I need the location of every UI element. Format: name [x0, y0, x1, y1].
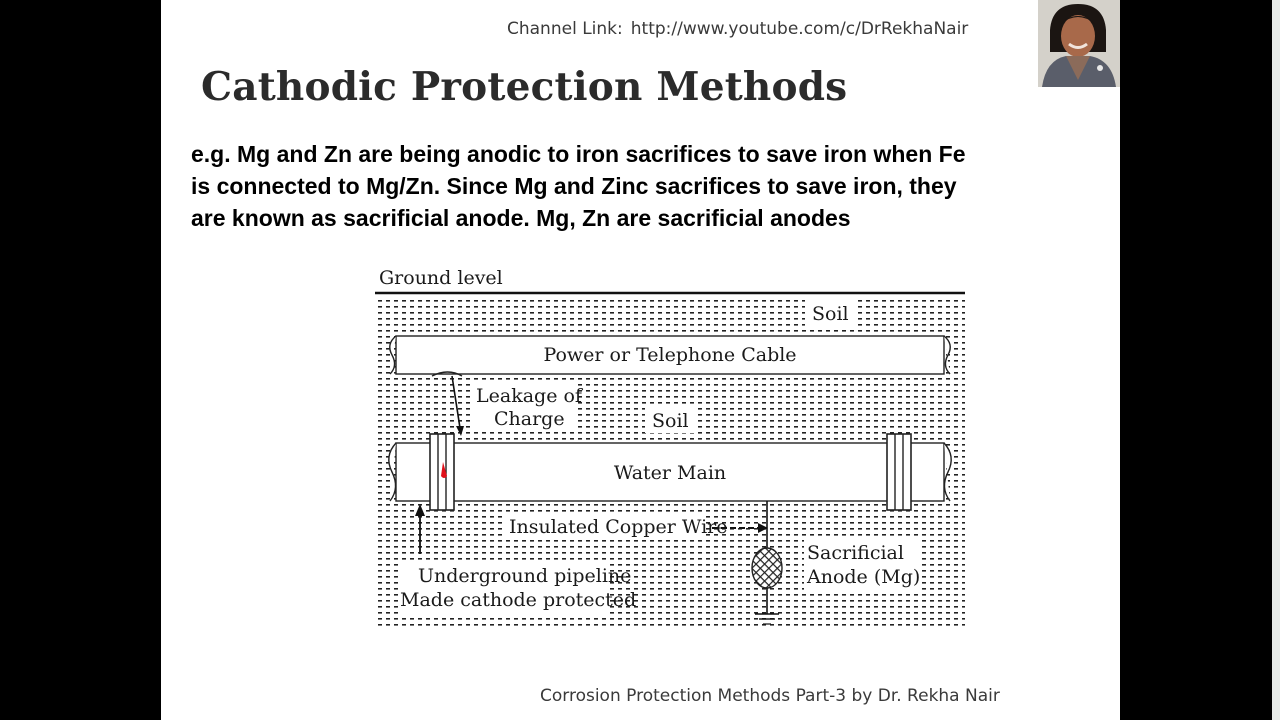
- slide-body: e.g. Mg and Zn are being anodic to iron …: [191, 138, 1111, 234]
- slide-title: Cathodic Protection Methods: [201, 64, 848, 110]
- cable: Power or Telephone Cable: [389, 335, 951, 375]
- label-soil-mid: Soil: [652, 410, 689, 432]
- label-copper-wire: Insulated Copper Wire: [509, 516, 727, 538]
- presenter-avatar: [1038, 0, 1120, 87]
- label-cable: Power or Telephone Cable: [543, 344, 796, 366]
- body-line-3: are known as sacrificial anode. Mg, Zn a…: [191, 205, 851, 231]
- label-pipeline-2: Made cathode protected: [400, 589, 636, 611]
- label-leakage-2: Charge: [494, 408, 565, 430]
- leakage-arrow: [451, 375, 461, 429]
- cathodic-protection-diagram: Ground level Soil Power or Telephone Cab…: [375, 267, 965, 627]
- channel-link-label: Channel Link:: [507, 19, 623, 39]
- body-line-2: is connected to Mg/Zn. Since Mg and Zinc…: [191, 173, 957, 199]
- label-leakage-1: Leakage of: [476, 385, 584, 407]
- slide-footer: Corrosion Protection Methods Part-3 by D…: [540, 686, 1000, 706]
- label-water-main: Water Main: [614, 462, 726, 484]
- corrosion-drop: [441, 462, 447, 478]
- label-ground-level: Ground level: [379, 267, 503, 289]
- channel-link[interactable]: Channel Link: http://www.youtube.com/c/Dr…: [507, 19, 968, 39]
- right-edge-strip: [1272, 0, 1280, 720]
- label-anode-2: Anode (Mg): [806, 566, 920, 588]
- body-line-1: e.g. Mg and Zn are being anodic to iron …: [191, 141, 966, 167]
- channel-link-url[interactable]: http://www.youtube.com/c/DrRekhaNair: [630, 19, 969, 39]
- label-pipeline-1: Underground pipeline: [418, 565, 631, 587]
- water-main: Water Main: [388, 433, 952, 511]
- label-soil-top: Soil: [812, 303, 849, 325]
- sacrificial-anode: [751, 547, 783, 589]
- webcam-overlay: [1038, 0, 1120, 87]
- label-anode-1: Sacrificial: [807, 542, 904, 564]
